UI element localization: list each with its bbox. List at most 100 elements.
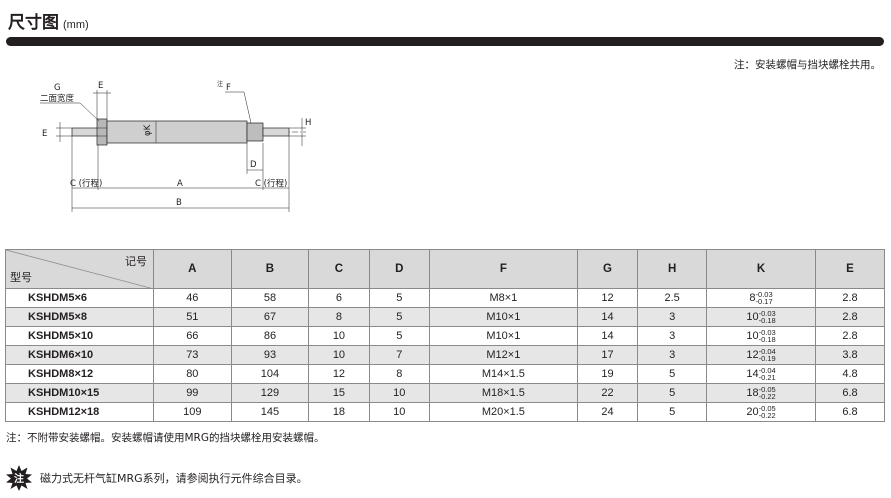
cell-b: 58 <box>230 288 310 308</box>
corner-diagonal <box>6 250 154 289</box>
cell-b: 93 <box>230 345 310 365</box>
k-nominal: 10 <box>746 310 759 323</box>
label-k: φK <box>143 124 153 136</box>
label-c-left: C (行程) <box>70 178 102 189</box>
cell-model: KSHDM5×10 <box>5 326 154 346</box>
cell-f: M8×1 <box>428 288 578 308</box>
cell-f: M12×1 <box>428 345 578 365</box>
cell-h: 5 <box>637 402 708 422</box>
cell-a: 66 <box>153 326 232 346</box>
k-nominal: 14 <box>746 367 759 380</box>
label-g: G <box>54 83 61 93</box>
cell-d: 5 <box>368 307 430 327</box>
k-upper-tolerance: -0.03 <box>755 290 773 299</box>
title-divider-bar <box>6 37 884 46</box>
cell-g: 12 <box>576 288 639 308</box>
cell-e: 6.8 <box>814 383 886 403</box>
top-note: 注：安装螺帽与挡块螺栓共用。 <box>734 59 881 71</box>
cell-c: 10 <box>308 345 370 365</box>
cell-d: 10 <box>368 402 430 422</box>
k-lower-tolerance: -0.18 <box>758 316 776 325</box>
left-rod <box>71 127 99 137</box>
cell-g: 19 <box>576 364 639 384</box>
column-header-b: B <box>230 249 310 289</box>
cell-k: 10-0.03-0.18 <box>706 307 816 327</box>
shock-absorber-diagram: H G 二面宽度 E 注 F φK E D C (行程) <box>40 80 311 212</box>
cell-f: M20×1.5 <box>428 402 578 422</box>
cylinder-body <box>106 120 248 144</box>
reference-text: 磁力式无杆气缸MRG系列，请参阅执行元件综合目录。 <box>40 472 308 485</box>
k-lower-tolerance: -0.22 <box>758 392 776 401</box>
cell-g: 24 <box>576 402 639 422</box>
label-e-side: E <box>42 129 47 139</box>
k-upper-tolerance: -0.03 <box>758 328 776 337</box>
cell-b: 86 <box>230 326 310 346</box>
column-header-a: A <box>153 249 232 289</box>
note-burst-icon: 注 <box>6 465 32 491</box>
cell-g: 17 <box>576 345 639 365</box>
table-header-row: 记号 型号 A B C D F G H K E <box>5 249 886 289</box>
k-upper-tolerance: -0.05 <box>758 404 776 413</box>
cell-b: 129 <box>230 383 310 403</box>
k-nominal: 18 <box>746 386 759 399</box>
cell-b: 145 <box>230 402 310 422</box>
column-header-k: K <box>706 249 816 289</box>
k-tolerance: -0.04-0.21 <box>758 366 776 382</box>
cell-d: 8 <box>368 364 430 384</box>
mounting-nut <box>96 118 108 146</box>
k-lower-tolerance: -0.17 <box>755 297 773 306</box>
label-h: H <box>305 118 311 128</box>
k-upper-tolerance: -0.05 <box>758 385 776 394</box>
k-tolerance: -0.05-0.22 <box>758 404 776 420</box>
cell-model: KSHDM8×12 <box>5 364 154 384</box>
column-header-d: D <box>368 249 430 289</box>
cell-h: 3 <box>637 345 708 365</box>
k-nominal: 10 <box>746 329 759 342</box>
k-nominal: 8 <box>749 291 756 304</box>
k-upper-tolerance: -0.04 <box>758 366 776 375</box>
cell-h: 2.5 <box>637 288 708 308</box>
cell-h: 5 <box>637 383 708 403</box>
k-nominal: 20 <box>746 405 759 418</box>
label-note-mark: 注 <box>217 80 223 88</box>
cell-a: 51 <box>153 307 232 327</box>
cell-model: KSHDM5×8 <box>5 307 154 327</box>
cell-e: 4.8 <box>814 364 886 384</box>
cell-model: KSHDM5×6 <box>5 288 154 308</box>
cell-f: M14×1.5 <box>428 364 578 384</box>
cell-a: 80 <box>153 364 232 384</box>
dimension-drawing: H G 二面宽度 E 注 F φK E D C (行程) <box>36 78 326 214</box>
cell-k: 12-0.04-0.19 <box>706 345 816 365</box>
cell-h: 3 <box>637 307 708 327</box>
title-text: 尺寸图 <box>8 13 59 33</box>
cell-e: 2.8 <box>814 326 886 346</box>
column-header-e: E <box>814 249 886 289</box>
label-c-right: C (行程) <box>255 178 287 189</box>
cell-c: 18 <box>308 402 370 422</box>
cell-a: 46 <box>153 288 232 308</box>
cell-f: M18×1.5 <box>428 383 578 403</box>
k-tolerance: -0.04-0.19 <box>759 348 776 363</box>
label-d: D <box>250 160 257 170</box>
cell-h: 3 <box>637 326 708 346</box>
cell-e: 6.8 <box>814 402 886 422</box>
k-tolerance: -0.05-0.22 <box>758 385 776 401</box>
cell-d: 7 <box>368 345 430 365</box>
cell-g: 14 <box>576 307 639 327</box>
cell-model: KSHDM12×18 <box>5 402 154 422</box>
cell-c: 15 <box>308 383 370 403</box>
cell-b: 104 <box>230 364 310 384</box>
cell-model: KSHDM6×10 <box>5 345 154 365</box>
cell-model: KSHDM10×15 <box>5 383 154 403</box>
label-e: E <box>98 81 103 91</box>
cell-k: 20-0.05-0.22 <box>706 402 816 422</box>
cell-e: 3.8 <box>814 345 886 365</box>
cell-a: 73 <box>153 345 232 365</box>
cell-h: 5 <box>637 364 708 384</box>
label-b: B <box>176 198 182 208</box>
